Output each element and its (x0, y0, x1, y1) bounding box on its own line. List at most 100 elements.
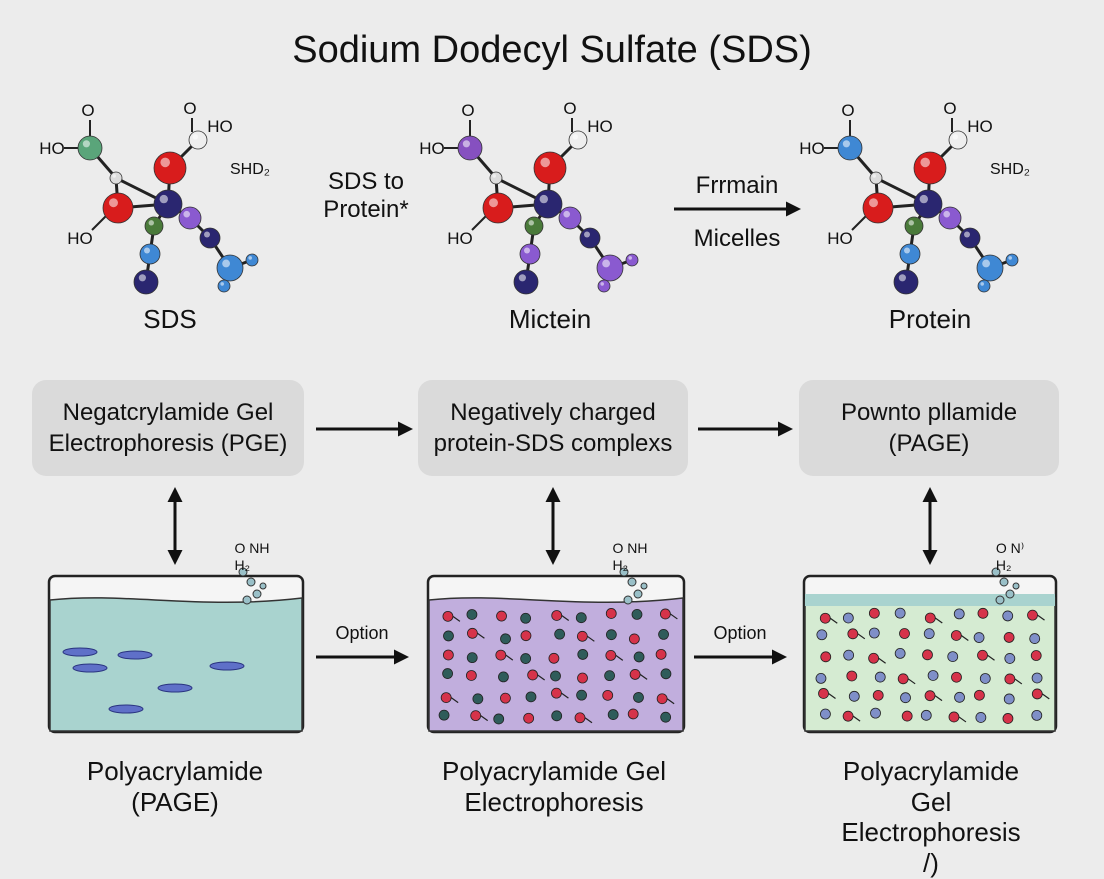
atom (178, 206, 202, 230)
atom (199, 227, 221, 249)
sds-complex-dot (660, 668, 672, 680)
sds-complex-dot (951, 671, 962, 683)
atom (893, 269, 919, 295)
atom-label: HO (39, 139, 65, 158)
sds-complex-dot (548, 652, 560, 664)
bubble (995, 595, 1005, 605)
sds-complex-dot (576, 630, 588, 642)
sds-complex-dot (842, 710, 854, 722)
sds-complex-dot (818, 688, 829, 699)
atom-highlight (183, 210, 190, 218)
complex-link (1041, 693, 1050, 700)
atom (913, 189, 943, 219)
atom (899, 243, 921, 265)
bond (851, 215, 867, 231)
atom-label: HO (447, 229, 473, 248)
sds-complex-dot (1002, 713, 1014, 724)
complex-link (537, 674, 545, 681)
atom-highlight (920, 157, 930, 168)
sds-complex-dot (551, 687, 562, 699)
complex-link (934, 695, 943, 702)
atom (77, 135, 103, 161)
bubble (1012, 582, 1020, 590)
sds-complex-dot (816, 629, 828, 641)
complex-link (828, 692, 836, 699)
atom-label: O (81, 101, 94, 120)
atom-label: SHD₂ (230, 161, 270, 178)
bond (91, 215, 107, 231)
complex-link (480, 715, 489, 722)
sds-complex-dot (628, 633, 640, 645)
sds-complex-dot (1031, 688, 1043, 700)
process-box-1: Negatcrylamide Gel Electrophoresis (PGE) (32, 380, 304, 476)
sds-complex-dot (868, 607, 880, 619)
atom (482, 192, 514, 224)
sds-complex-dot (465, 670, 477, 681)
atom (948, 130, 968, 150)
gel-label-2: Polyacrylamide Gel Electrophoresis (442, 756, 666, 817)
protein-band (209, 661, 245, 671)
sds-complex-dot (495, 649, 507, 661)
complex-link (450, 697, 459, 704)
molecule-label-sds: SDS (143, 304, 197, 334)
sds-complex-dot (1027, 609, 1038, 621)
complex-link (666, 698, 675, 705)
sds-complex-dot (842, 612, 854, 624)
sds-complex-dot (953, 608, 965, 620)
sds-complex-dot (574, 712, 586, 724)
atom-label: O (943, 99, 956, 118)
atom-highlight (952, 134, 958, 140)
bubble (246, 577, 256, 587)
atom-highlight (248, 256, 252, 260)
sds-complex-dot (846, 670, 858, 682)
bubble (991, 567, 1001, 577)
sds-complex-dot (901, 710, 913, 722)
bubble (252, 589, 262, 599)
sds-complex-dot (656, 693, 668, 705)
complex-link (907, 678, 916, 685)
bubble (633, 589, 643, 599)
sds-complex-dot (500, 633, 511, 645)
sds-complex-dot (920, 709, 932, 721)
complex-link (857, 633, 866, 640)
atom (144, 216, 164, 236)
bubble (619, 567, 629, 577)
atom-highlight (204, 231, 210, 238)
atom (139, 243, 161, 265)
sds-complex-dot (950, 630, 962, 641)
atom-highlight (869, 198, 878, 208)
sds-complex-dot (1029, 633, 1041, 644)
bubble (623, 595, 633, 605)
sds-complex-dot (899, 628, 910, 639)
micelles-label-bottom: Micelles (693, 225, 781, 252)
atom (913, 151, 947, 185)
sds-complex-dot (577, 649, 589, 660)
atom-label: HO (419, 139, 445, 158)
gels-layer (47, 567, 1058, 734)
sds-complex-dot (659, 608, 671, 620)
atom (977, 279, 991, 293)
gel-container-2 (426, 567, 686, 734)
sds-complex-dot (874, 671, 886, 683)
atom-highlight (528, 220, 534, 226)
atom-highlight (1008, 256, 1012, 260)
sds-complex-dot (527, 669, 539, 681)
bubble (999, 577, 1009, 587)
gel-tag-3: O N⁾ H₂ (995, 540, 1025, 573)
option-label-1: Option (335, 623, 389, 643)
sds-complex-dot (466, 609, 478, 620)
bubble (238, 567, 248, 577)
atom-highlight (492, 174, 497, 178)
complex-link (852, 715, 861, 722)
atom (862, 192, 894, 224)
atom-highlight (572, 134, 578, 140)
micelles-label-top: Frrmain (695, 172, 779, 199)
atom (109, 171, 123, 185)
atom-highlight (982, 259, 990, 268)
sds-complex-dot (894, 648, 906, 659)
sds-complex-dot (820, 708, 831, 720)
atom (597, 279, 611, 293)
atom-label: HO (587, 117, 613, 136)
